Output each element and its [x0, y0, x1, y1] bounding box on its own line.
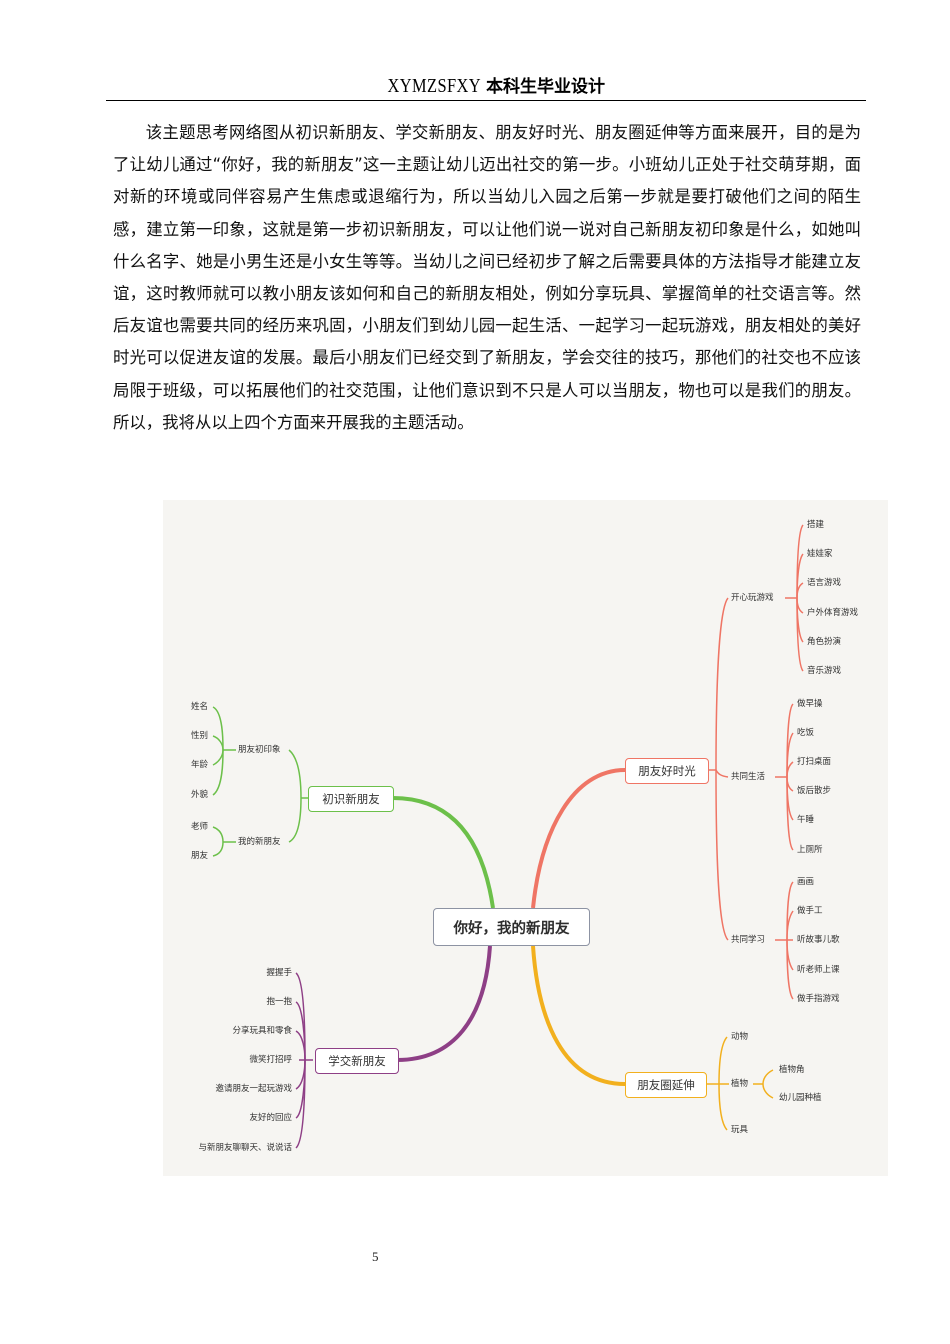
page-number: 5	[372, 1249, 379, 1264]
header-latin-title: XYMZSFXY	[387, 75, 481, 97]
leaf-node: 老师	[191, 822, 209, 832]
leaf-node: 性别	[191, 731, 209, 741]
leaf-node: 与新朋友聊聊天、说说话	[198, 1143, 292, 1153]
leaf-node: 植物角	[779, 1065, 805, 1075]
leaf-node: 听故事儿歌	[797, 935, 840, 945]
leaf-node: 午睡	[797, 815, 815, 825]
leaf-node: 年龄	[191, 760, 209, 770]
body-text: 该主题思考网络图从初识新朋友、学交新朋友、朋友好时光、朋友圈延伸等方面来展开，目…	[113, 117, 861, 439]
center-node: 你好，我的新朋友	[433, 908, 590, 946]
leaf-node: 动物	[731, 1032, 749, 1042]
leaf-node: 外貌	[191, 790, 209, 800]
group-node: 开心玩游戏	[731, 593, 774, 603]
group-node: 朋友初印象	[238, 745, 281, 755]
leaf-node: 吃饭	[797, 728, 815, 738]
leaf-node: 邀请朋友一起玩游戏	[215, 1084, 292, 1094]
leaf-node: 做早操	[797, 699, 823, 709]
body-paragraph: 该主题思考网络图从初识新朋友、学交新朋友、朋友好时光、朋友圈延伸等方面来展开，目…	[113, 123, 861, 432]
leaf-node: 做手指游戏	[797, 994, 840, 1004]
leaf-node: 户外体育游戏	[807, 608, 859, 618]
leaf-node: 听老师上课	[797, 965, 840, 975]
leaf-node: 做手工	[797, 906, 823, 916]
group-node: 共同生活	[731, 772, 766, 782]
header-cjk-title: 本科生毕业设计	[486, 77, 606, 97]
branch-node-haoshiguang: 朋友好时光	[625, 758, 709, 784]
leaf-node: 朋友	[191, 851, 209, 861]
leaf-node: 玩具	[731, 1125, 749, 1135]
leaf-node: 抱一抱	[266, 997, 292, 1007]
group-node: 共同学习	[731, 935, 766, 945]
leaf-node: 搭建	[807, 520, 825, 530]
branch-label: 初识新朋友	[322, 792, 380, 806]
mind-map-connectors	[212, 524, 804, 1149]
leaf-node: 姓名	[191, 702, 209, 712]
leaf-node: 微笑打招呼	[249, 1055, 292, 1065]
group-node: 我的新朋友	[238, 837, 281, 847]
leaf-node: 分享玩具和零食	[232, 1026, 292, 1036]
leaf-node: 上厕所	[797, 845, 823, 855]
leaf-node: 角色扮演	[807, 637, 842, 647]
leaf-node: 打扫桌面	[797, 757, 832, 767]
leaf-node: 语言游戏	[807, 578, 842, 588]
leaf-node: 饭后散步	[797, 786, 832, 796]
page-header: XYMZSFXY 本科生毕业设计	[106, 72, 866, 101]
branch-label: 学交新朋友	[328, 1054, 386, 1068]
branch-label: 朋友好时光	[638, 764, 696, 778]
group-node: 植物	[731, 1079, 749, 1089]
branch-node-xuejiao: 学交新朋友	[315, 1048, 399, 1074]
mind-map-figure: 你好，我的新朋友 初识新朋友 学交新朋友 朋友好时光 朋友圈延伸 朋友初印象 我…	[163, 500, 888, 1176]
leaf-node: 幼儿园种植	[779, 1093, 822, 1103]
leaf-node: 娃娃家	[807, 549, 833, 559]
leaf-node: 握握手	[266, 968, 292, 978]
leaf-node: 音乐游戏	[807, 666, 842, 676]
center-node-label: 你好，我的新朋友	[453, 920, 570, 937]
branch-node-yanshen: 朋友圈延伸	[625, 1072, 707, 1098]
leaf-node: 画画	[797, 877, 815, 887]
branch-label: 朋友圈延伸	[637, 1078, 695, 1092]
leaf-node: 友好的回应	[249, 1113, 292, 1123]
branch-node-chushi: 初识新朋友	[308, 786, 394, 812]
